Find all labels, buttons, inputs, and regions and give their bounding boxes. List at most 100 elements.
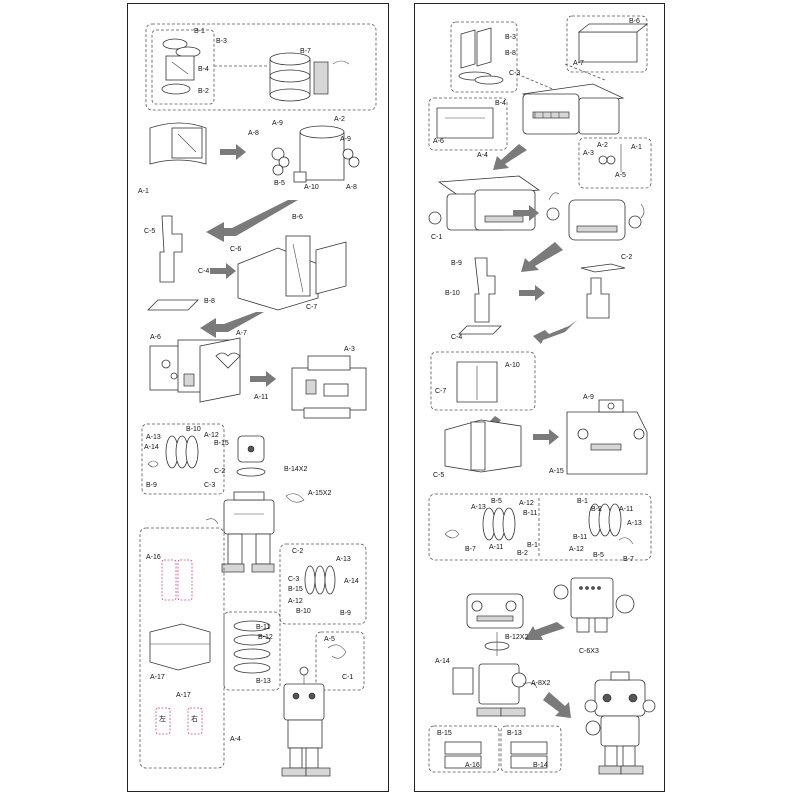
label-C-3-l2: C-3	[288, 576, 300, 583]
label-A-3-r1: A-3	[583, 150, 594, 157]
label-A-8-l2: A-8	[346, 184, 357, 191]
label-B-2-l1: B-2	[198, 88, 209, 95]
label-A-2-l1: A-2	[334, 116, 345, 123]
label-C-2-r1: C-2	[621, 254, 633, 261]
label-A-17-l2: A-17	[176, 692, 191, 699]
label-A-6-r1: A-6	[433, 138, 444, 145]
label-B-10-r1: B-10	[445, 290, 460, 297]
label-B-10-l2: B-10	[296, 608, 311, 615]
label-A-7-r1: A-7	[573, 60, 584, 67]
label-C-7-l1: C-7	[306, 304, 318, 311]
label-A-14-l2: A-14	[344, 578, 359, 585]
label-A-8X2: A-8X2	[531, 680, 551, 687]
label-C-6-l1: C-6	[230, 246, 242, 253]
label-A-9-l2: A-9	[340, 136, 351, 143]
label-B-14-r1: B-14	[533, 762, 548, 769]
label-A-13-l1: A-13	[146, 434, 161, 441]
label-A-5-l1: A-5	[324, 636, 335, 643]
label-A-13-l2: A-13	[336, 556, 351, 563]
label-B-15-l2: B-15	[288, 586, 303, 593]
label-A-6-l1: A-6	[150, 334, 161, 341]
label-A-13-r2: A-13	[627, 520, 642, 527]
label-A-11-r2: A-11	[619, 506, 634, 513]
label-C-3-l1: C-3	[204, 482, 216, 489]
label-C-4-l1: C-4	[198, 268, 210, 275]
label-B-11-r2: B-11	[573, 534, 588, 541]
label-B-9-l2: B-9	[340, 610, 351, 617]
label-C-6X3: C-6X3	[579, 648, 599, 655]
left-panel-drawing	[139, 23, 377, 777]
label-B-12X2: B-12X2	[505, 634, 529, 641]
right-instruction-panel: B-3 B-8 C-3 B-6 A-7 B-4 A-6 A-4 A-2 A-1 …	[414, 3, 665, 792]
label-B-7-l1: B-7	[300, 48, 311, 55]
label-B-13-l1: B-13	[256, 678, 271, 685]
label-B-15-r1: B-15	[437, 730, 452, 737]
label-A-10-l1: A-10	[304, 184, 319, 191]
label-A-7-l1: A-7	[236, 330, 247, 337]
label-C-4-r1: C-4	[451, 334, 463, 341]
label-A-5-r1: A-5	[615, 172, 626, 179]
label-A-14-l1: A-14	[144, 444, 159, 451]
label-B-4-l1: B-4	[198, 66, 209, 73]
label-A-15X2: A-15X2	[308, 490, 332, 497]
label-C-7-r1: C-7	[435, 388, 447, 395]
label-C-1-r1: C-1	[431, 234, 443, 241]
label-C-2-l1: C-2	[214, 468, 226, 475]
label-A-12-r1: A-12	[519, 500, 534, 507]
label-B-5-l1: B-5	[274, 180, 285, 187]
label-A-1-r1: A-1	[631, 144, 642, 151]
label-B-15-l1: B-15	[214, 440, 229, 447]
label-A-9-r1: A-9	[583, 394, 594, 401]
label-A-4-l1: A-4	[230, 736, 241, 743]
label-A-2-r1: A-2	[597, 142, 608, 149]
label-B-9-l1: B-9	[146, 482, 157, 489]
label-A-9-l1: A-9	[272, 120, 283, 127]
left-instruction-panel: B-1 B-3 B-4 B-2 B-7 A-2 A-8 A-9 A-9 A-1 …	[127, 3, 389, 792]
label-A-14-r1: A-14	[435, 658, 450, 665]
label-B-4-r1: B-4	[495, 100, 506, 107]
label-B-3-l1: B-3	[216, 38, 227, 45]
label-C-1-l1: C-1	[342, 674, 354, 681]
label-A-11-l1: A-11	[254, 394, 269, 401]
label-B-5-r2: B-5	[593, 552, 604, 559]
label-B-5-r1: B-5	[491, 498, 502, 505]
label-A-16-l1: A-16	[146, 554, 161, 561]
label-B-7-r1: B-7	[465, 546, 476, 553]
label-A-13-r1: A-13	[471, 504, 486, 511]
label-B-13-r1: B-13	[507, 730, 522, 737]
label-C-3-r1: C-3	[509, 70, 521, 77]
right-panel-drawing	[428, 15, 656, 775]
label-A-15-r1: A-15	[549, 468, 564, 475]
label-A-3-l1: A-3	[344, 346, 355, 353]
label-B-1-r1: B-1	[527, 542, 538, 549]
label-C-5-l1: C-5	[144, 228, 156, 235]
label-B-11-r1: B-11	[523, 510, 538, 517]
label-A-10-r1: A-10	[505, 362, 520, 369]
label-A-12-l1: A-12	[204, 432, 219, 439]
label-A-17-l1: A-17	[150, 674, 165, 681]
label-B-1-l1: B-1	[194, 28, 205, 35]
label-A-1-l1: A-1	[138, 188, 149, 195]
label-B-9-r1: B-9	[451, 260, 462, 267]
label-A-12-r2: A-12	[569, 546, 584, 553]
label-B-6-l1: B-6	[292, 214, 303, 221]
label-C-5-r1: C-5	[433, 472, 445, 479]
label-B-12-l1: B-12	[258, 634, 273, 641]
label-B-10-l1: B-10	[186, 426, 201, 433]
label-B-1-r2: B-1	[577, 498, 588, 505]
label-B-11-l1: B-11	[256, 624, 271, 631]
label-A-16-r1: A-16	[465, 762, 480, 769]
label-A-4-r1: A-4	[477, 152, 488, 159]
label-B-8-l1: B-8	[204, 298, 215, 305]
label-B-2-r1: B-2	[517, 550, 528, 557]
tag-right-char: 右	[191, 716, 198, 723]
label-B-7-r2: B-7	[623, 556, 634, 563]
label-A-8-l1: A-8	[248, 130, 259, 137]
label-B-8-r1: B-8	[505, 50, 516, 57]
label-A-11-r1: A-11	[489, 544, 504, 551]
tag-left-char: 左	[159, 716, 166, 723]
label-B-14X2: B-14X2	[284, 466, 308, 473]
label-B-6-r1: B-6	[629, 18, 640, 25]
label-B-3-r1: B-3	[505, 34, 516, 41]
label-A-12-l2: A-12	[288, 598, 303, 605]
